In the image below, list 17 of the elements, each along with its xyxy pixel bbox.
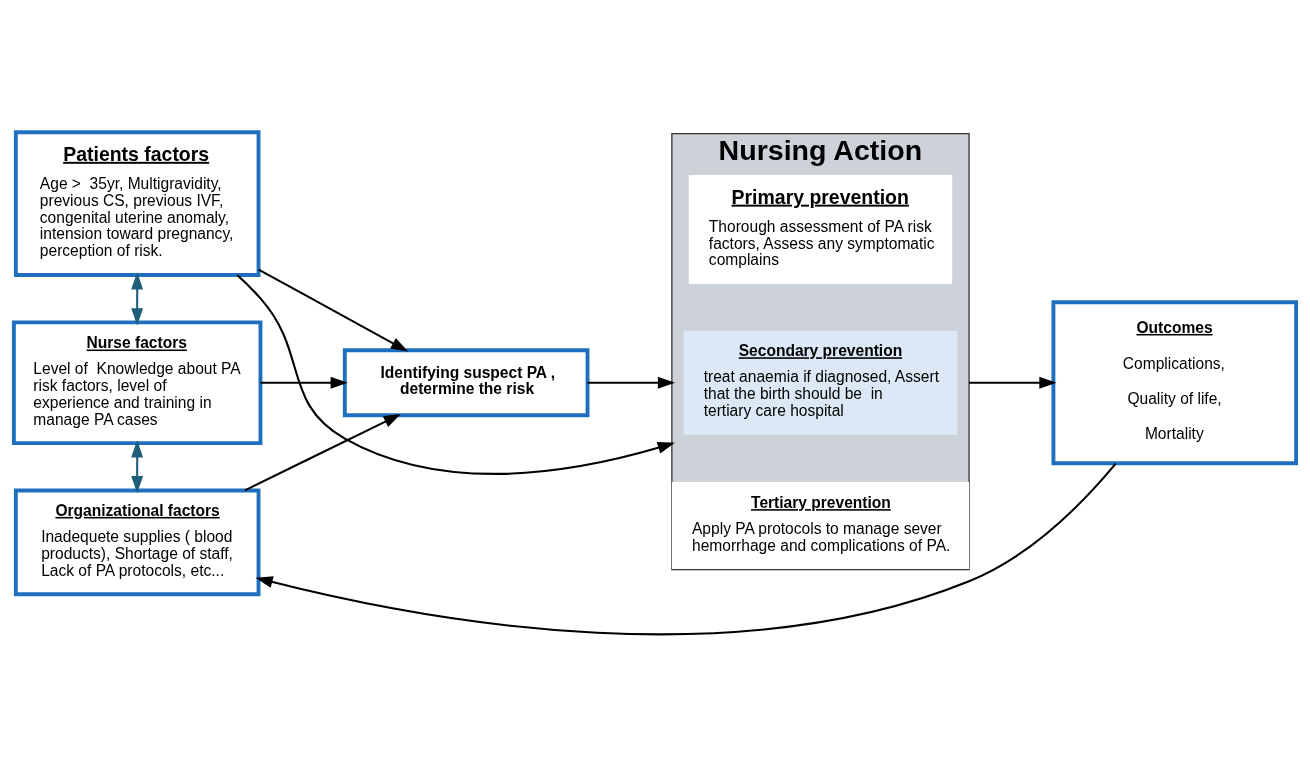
arrow — [255, 462, 1117, 635]
node-box: Outcomes Complications, Quality of life, Mortality — [1051, 299, 1299, 465]
node-box: Organizational factors Inadequete supplies ( blood products), Shortage of staff, Lack of PA protocols, etc... — [13, 488, 261, 596]
node-box: Nurse factors Level of Knowledge about PA risk factors, level of experience and training in manage PA cases — [11, 319, 263, 445]
node-box: Identifying suspect PA , determine the risk — [342, 347, 590, 417]
arrow — [258, 268, 409, 352]
arrow — [131, 439, 144, 493]
node-box: Tertiary prevention Apply PA protocols to manage sever hemorrhage and complications of PA. — [671, 481, 970, 569]
arrow — [236, 273, 675, 475]
arrow — [244, 413, 401, 491]
node-box: Patients factors Age > 35yr, Multigravidity, previous CS, previous IVF, congenital uterine anomaly, intension toward pregnancy, perception of risk. — [13, 129, 261, 277]
arrow — [969, 376, 1057, 389]
arrow — [131, 271, 144, 325]
arrow — [260, 376, 348, 389]
node-box: Secondary prevention treat anaemia if diagnosed, Assert that the birth should be in tertiary care hospital — [683, 330, 958, 435]
node-box: Primary prevention Thorough assessment of PA risk factors, Assess any symptomatic complains — [688, 174, 953, 284]
arrow — [587, 376, 676, 389]
